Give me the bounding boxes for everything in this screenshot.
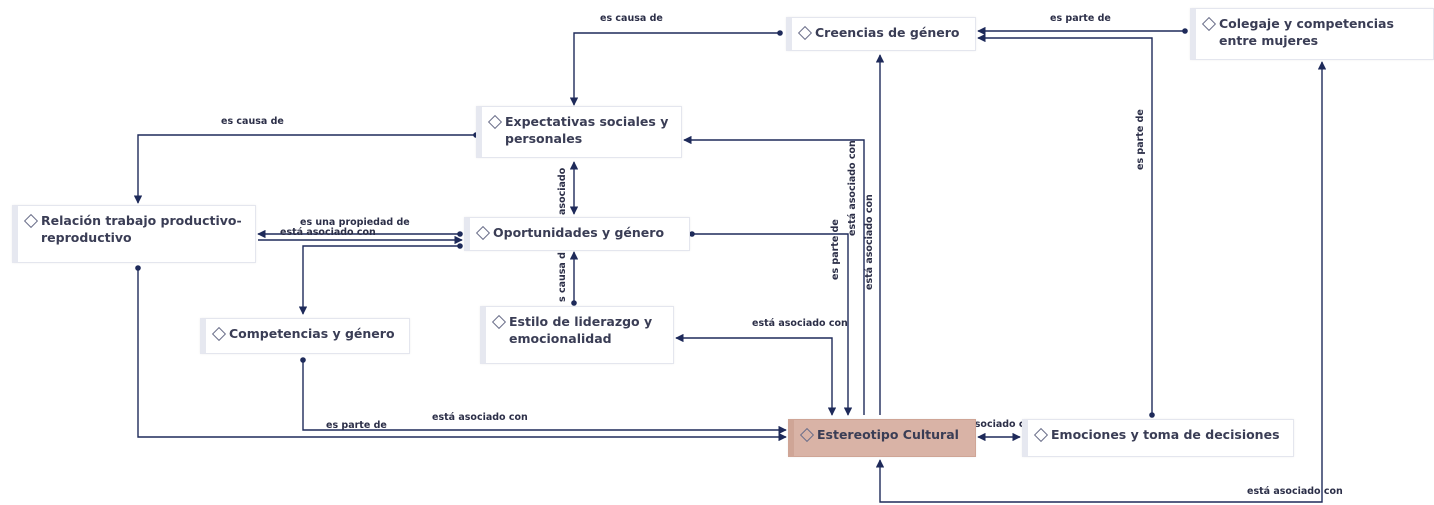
label-es-parte-de: es parte de [830, 219, 841, 280]
label-es-causa-de: es causa de [600, 13, 663, 24]
node-label: Emociones y toma de decisiones [1051, 427, 1280, 442]
edge-estereotipo-expectativas [683, 135, 865, 415]
node-estilo-de-liderazgo[interactable]: Estilo de liderazgo y emocionalidad [480, 306, 674, 364]
label-esta-asociado-con: está asociado con [1247, 486, 1343, 497]
label-esta-asociado-con: está asociado con [864, 194, 875, 290]
label-es-una-propiedad-de: es una propiedad de [300, 217, 410, 228]
diamond-icon [800, 428, 812, 440]
diamond-icon [492, 315, 504, 327]
diamond-icon [212, 327, 224, 339]
node-label: Estilo de liderazgo y emocionalidad [509, 314, 653, 346]
edge-relacion-estereotipo [135, 265, 787, 442]
node-label: Oportunidades y género [493, 225, 665, 240]
node-relacion-trabajo[interactable]: Relación trabajo productivo-reproductivo [12, 205, 256, 263]
edge-competencias-estereotipo [300, 357, 787, 435]
node-emociones-y-toma-de-decisiones[interactable]: Emociones y toma de decisiones [1022, 419, 1294, 457]
node-label: Creencias de género [815, 25, 960, 40]
node-expectativas-sociales[interactable]: Expectativas sociales y personales [476, 106, 682, 158]
node-label: Relación trabajo productivo-reproductivo [41, 213, 242, 245]
node-label: Estereotipo Cultural [817, 427, 959, 442]
label-esta-asociado-con: está asociado con [432, 412, 528, 423]
node-creencias-de-genero[interactable]: Creencias de género [786, 17, 976, 51]
label-asociado: asociado [557, 167, 568, 215]
diamond-icon [488, 115, 500, 127]
label-es-parte-de: es parte de [1050, 13, 1111, 24]
edge-expectativas-relacion [133, 132, 479, 204]
node-label: Colegaje y competencias entre mujeres [1219, 16, 1394, 48]
label-esta-asociado-con: está asociado con [942, 419, 1038, 430]
label-es-causa-de: es causa de [221, 116, 284, 127]
label-esta-asociado-con: está asociado con [847, 140, 858, 236]
node-oportunidades-y-genero[interactable]: Oportunidades y género [464, 217, 690, 251]
node-estereotipo-cultural[interactable]: Estereotipo Cultural [788, 419, 976, 457]
diamond-icon [1202, 17, 1214, 29]
node-label: Competencias y género [229, 326, 395, 341]
label-es-parte-de: es parte de [326, 420, 387, 431]
edge-emociones-creencias [977, 33, 1155, 418]
edge-colegaje-estereotipo [875, 61, 1327, 503]
diamond-icon [798, 26, 810, 38]
label-es-causa-de: s causa d [557, 252, 568, 302]
label-esta-asociado-con: está asociado con [752, 318, 848, 329]
edge-estilo-estereotipo [675, 333, 837, 416]
edge-oportunidades-estereotipo [689, 231, 853, 416]
diamond-icon [1034, 428, 1046, 440]
label-es-parte-de: es parte de [1135, 109, 1146, 170]
node-colegaje-y-competencias[interactable]: Colegaje y competencias entre mujeres [1190, 8, 1434, 60]
edge-oportunidades-competencias [298, 243, 463, 315]
label-esta-asociado-con: está asociado con [280, 227, 376, 238]
edge-creencias-expectativas [569, 30, 783, 106]
node-competencias-y-genero[interactable]: Competencias y género [200, 318, 410, 354]
node-label: Expectativas sociales y personales [505, 114, 669, 146]
diamond-icon [476, 226, 488, 238]
diamond-icon [24, 214, 36, 226]
